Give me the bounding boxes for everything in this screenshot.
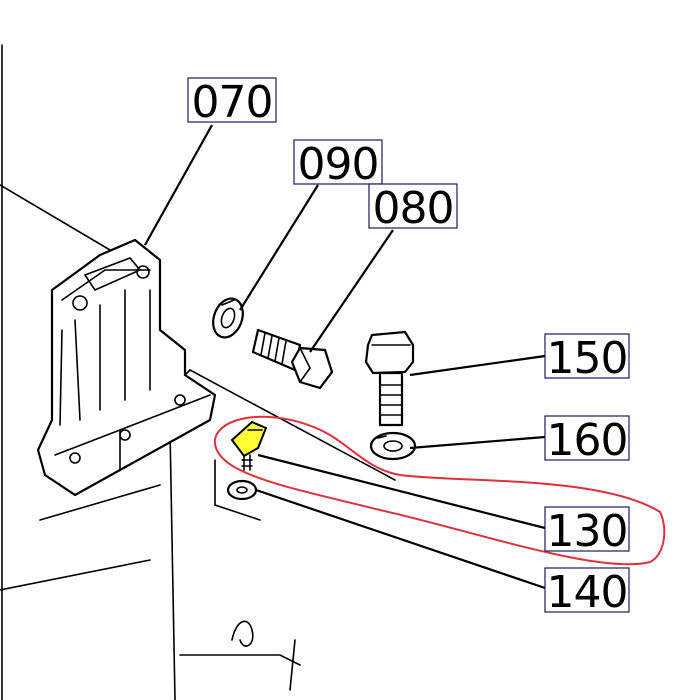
callout-070: 070 (187, 77, 277, 128)
callout-label-080: 080 (373, 183, 454, 234)
callout-label-140: 140 (547, 567, 628, 618)
washer-140 (226, 479, 258, 501)
callout-label-090: 090 (298, 139, 379, 190)
callout-090: 090 (293, 139, 383, 190)
callout-150: 150 (544, 333, 630, 384)
lock-washer-160 (369, 431, 417, 461)
callout-label-130: 130 (547, 506, 628, 557)
callout-label-150: 150 (547, 333, 628, 384)
callout-130: 130 (544, 506, 630, 557)
callout-080: 080 (368, 183, 458, 234)
background-frame (0, 44, 396, 700)
bracket-070 (36, 238, 217, 497)
bolt-080 (251, 328, 334, 390)
lock-washer-090 (212, 297, 244, 339)
leader-lines (144, 124, 546, 590)
bolt-150 (364, 330, 415, 427)
grease-fitting-130 (230, 420, 268, 471)
callout-label-160: 160 (547, 415, 628, 466)
callout-160: 160 (544, 415, 630, 466)
callout-label-070: 070 (192, 77, 273, 128)
callout-140: 140 (544, 567, 630, 618)
highlight-outline (213, 415, 666, 566)
